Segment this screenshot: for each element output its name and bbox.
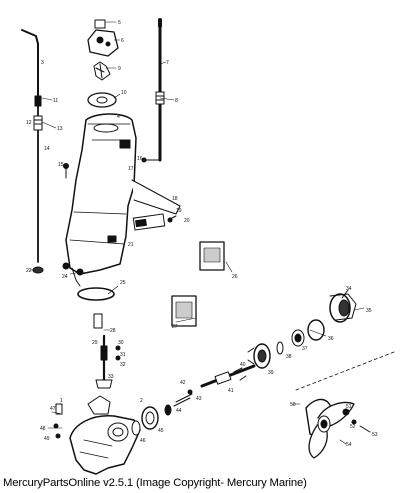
callout-15: 15 [58,162,64,168]
callout-6: 6 [121,38,124,44]
callout-12: 12 [26,120,32,126]
callout-51: 51 [346,404,352,410]
callout-47: 47 [50,406,56,412]
shift-shaft [21,29,44,274]
callout-45: 45 [158,428,164,434]
callout-19: 19 [176,208,182,214]
callout-10: 10 [121,90,127,96]
callout-36: 36 [328,336,334,342]
callout-29: 29 [92,340,98,346]
callout-35: 35 [366,308,372,314]
propeller [295,351,395,459]
part-callouts: 5 6 9 10 4 3 11 12 13 14 7 8 15 16 17 18… [26,20,378,448]
callout-2: 2 [140,398,143,404]
forward-gear [131,397,191,436]
callout-7: 7 [166,60,169,66]
callout-20: 20 [184,218,190,224]
callout-9: 9 [118,66,121,72]
callout-52: 52 [350,424,356,430]
callout-38: 38 [286,354,292,360]
callout-3: 3 [41,60,44,66]
callout-50: 50 [290,402,296,408]
callout-27: 27 [172,324,178,330]
callout-25: 25 [120,280,126,286]
o-ring [77,287,115,301]
callout-11: 11 [53,98,58,104]
callout-24: 24 [62,274,68,280]
callout-39: 39 [268,370,274,376]
gearcase-housing [65,113,181,287]
callout-23: 23 [64,264,70,270]
callout-22: 22 [26,268,32,274]
callout-44: 44 [176,408,182,414]
callout-54: 54 [346,442,352,448]
callout-16: 16 [137,156,143,162]
water-pump-assembly [87,19,119,121]
pinion-stack [93,313,121,389]
callout-33: 33 [108,374,114,380]
callout-18: 18 [172,196,178,202]
callout-4: 4 [117,114,120,120]
callout-40: 40 [240,362,246,368]
callout-17: 17 [128,166,134,172]
callout-49: 49 [44,436,50,442]
lower-gearcase [53,395,141,475]
callout-43: 43 [196,396,202,402]
callout-46: 46 [140,438,146,444]
copyright-caption: MercuryPartsOnline v2.5.1 (Image Copyrig… [3,477,307,489]
gear-train [247,289,357,369]
callout-48: 48 [40,426,46,432]
callout-21: 21 [128,242,134,248]
decal-lower [171,295,197,327]
callout-30: 30 [118,340,124,346]
callout-13: 13 [57,126,63,132]
callout-32: 32 [120,362,126,368]
callout-41: 41 [228,388,234,394]
callout-26: 26 [232,274,238,280]
callout-53: 53 [372,432,378,438]
callout-1: 1 [60,398,63,404]
housing-fasteners [62,157,177,276]
callout-31: 31 [120,352,126,358]
callout-37: 37 [302,346,308,352]
callout-8: 8 [175,98,178,104]
callout-28: 28 [110,328,116,334]
callout-34: 34 [346,286,352,292]
leader-lines [29,21,365,445]
driveshaft [155,18,165,162]
callout-42: 42 [180,380,186,386]
callout-14: 14 [44,146,50,152]
propeller-shaft [175,364,256,403]
decal-upper [199,241,225,271]
callout-5: 5 [118,20,121,26]
